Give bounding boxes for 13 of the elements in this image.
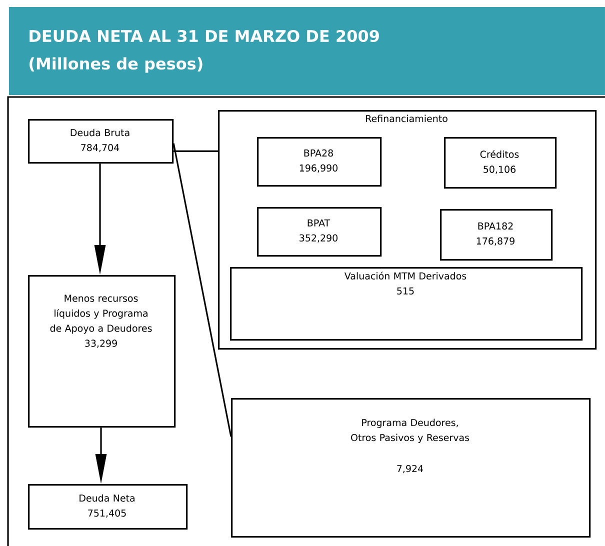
box: Deuda Bruta 784,704 [28, 119, 174, 164]
box: Menos recursos líquidos y Programa de Apoyo a Deudores 33,299 [28, 275, 176, 428]
box: Valuación MTM Derivados 515 [230, 267, 583, 341]
box: BPA182 176,879 [440, 209, 553, 261]
box: BPA28 196,990 [257, 137, 382, 187]
box: Deuda Neta 751,405 [28, 484, 188, 530]
title: DEUDA NETA AL 31 DE MARZO DE 2009 [30, 30, 379, 42]
box: BPAT 352,290 [257, 207, 382, 257]
connector-line [172, 143, 232, 437]
box: Créditos 50,106 [444, 137, 557, 189]
connector-line [174, 150, 218, 152]
subtitle: (Millones de pesos) [30, 57, 202, 73]
box: Programa Deudores, Otros Pasivos y Reservas 7,924 [231, 398, 591, 538]
